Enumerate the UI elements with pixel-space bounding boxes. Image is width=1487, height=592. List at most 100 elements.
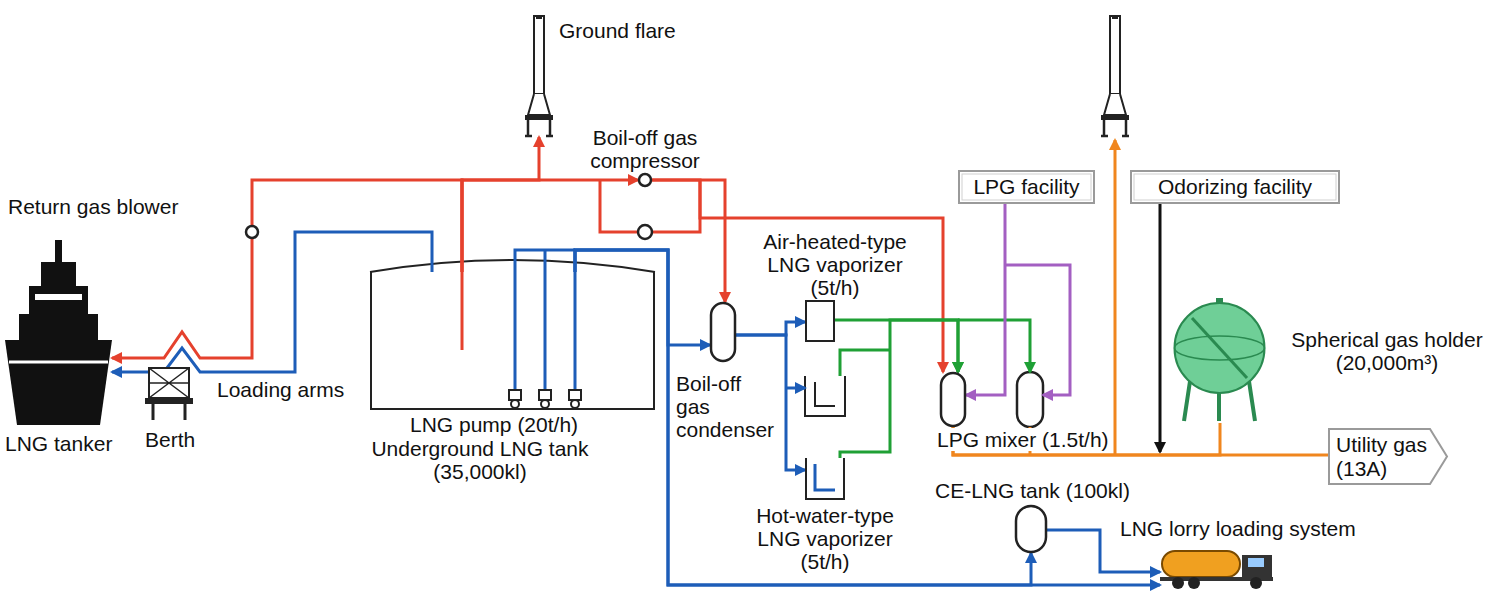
drawing-path <box>1104 94 1126 115</box>
ce-tank: CE-LNG tank (100kl) <box>1015 505 1047 553</box>
storage-tank-shape <box>370 272 655 410</box>
drawing-circle <box>541 400 549 408</box>
drawing-rect <box>1248 558 1264 567</box>
pipe-connector <box>462 137 539 272</box>
drawing-circle <box>1188 577 1200 589</box>
drawing-rect <box>55 240 62 262</box>
vent-stack <box>1101 15 1129 136</box>
drawing-rect <box>1016 506 1046 552</box>
part-label: LNG pump (20t/h) <box>408 413 580 436</box>
drawing-rect <box>962 174 1091 200</box>
drawing-path <box>1101 120 1129 136</box>
drawing-path <box>806 458 844 499</box>
drawing-rect <box>149 368 189 398</box>
pipe-connector <box>252 180 462 272</box>
blower-symbol-shape <box>245 225 259 239</box>
node-label: LNG lorry loading system <box>1120 517 1356 540</box>
node-label: Berth <box>145 428 193 451</box>
drawing-rect <box>19 314 98 340</box>
mixer-vessel-shape <box>940 372 966 427</box>
drawing-rect <box>1134 174 1336 200</box>
node-label: Underground LNG tank (35,000kl) <box>365 437 595 483</box>
drawing-path <box>145 398 193 404</box>
pipe-connector <box>575 250 710 345</box>
pipe-connector <box>736 335 805 470</box>
facility-box: LPG facility <box>958 170 1095 204</box>
flare-stack-shape <box>525 15 553 137</box>
pipe-connector <box>652 180 943 372</box>
node-label: Air-heated-type LNG vaporizer (5t/h) <box>755 230 915 299</box>
drawing-path <box>539 390 551 400</box>
gas-pipe <box>840 350 890 376</box>
drawing-path <box>509 390 521 400</box>
berth-shape <box>145 368 193 420</box>
node-label: Return gas blower <box>8 195 178 218</box>
berth: Berth <box>145 368 193 420</box>
lng-pipe <box>786 387 805 390</box>
tank-lorry-shape <box>1160 545 1275 590</box>
drawing-rect <box>1110 16 1120 94</box>
node-label: Boil-off gas compressor <box>575 126 715 172</box>
node-label: CE-LNG tank (100kl) <box>935 479 1130 502</box>
node-label: LPG mixer (1.5t/h) <box>935 428 1111 451</box>
drawing-rect <box>711 303 735 361</box>
pipe-connector <box>112 232 432 372</box>
condenser-vessel: Boil-off gas condenser <box>710 302 736 362</box>
vaporizer-box-shape <box>805 458 845 500</box>
drawing-rect <box>1162 551 1240 577</box>
drawing-rect <box>41 262 76 286</box>
drawing-circle <box>1175 303 1265 393</box>
node-label: Spherical gas holder (20,000m³) <box>1287 328 1487 374</box>
drawing-path <box>9 361 108 364</box>
vaporizer-box: Air-heated-type LNG vaporizer (5t/h) <box>805 300 835 342</box>
pipe-connector <box>652 180 725 302</box>
lpg-pipe <box>1005 265 1070 395</box>
drawing-rect <box>534 16 544 94</box>
drawing-rect <box>29 286 88 314</box>
flare-stack: Ground flare <box>525 15 553 137</box>
pump-symbols <box>509 390 581 408</box>
drawing-path <box>149 368 189 398</box>
pipe-connector <box>462 180 638 272</box>
gas-holder: Spherical gas holder (20,000m³) <box>1172 298 1267 423</box>
odorant-line <box>1159 204 1162 452</box>
drawing-path <box>5 340 112 425</box>
node-label: Hot-water-type LNG vaporizer (5t/h) <box>745 504 905 573</box>
pipe-connector <box>575 250 1160 585</box>
gas-pipe <box>461 272 464 350</box>
drawing-circle <box>246 226 258 238</box>
blower-symbol: Return gas blower <box>245 225 259 239</box>
drawing-rect <box>959 171 1094 203</box>
node-label: Ground flare <box>559 19 676 42</box>
drawing-circle <box>1172 577 1184 589</box>
pipe-connector <box>966 204 1005 395</box>
gas-holder-shape <box>1172 298 1267 423</box>
compressor-bypass <box>600 180 700 232</box>
ce-tank-shape <box>1015 505 1047 553</box>
drawing-rect <box>525 115 553 120</box>
drawing-rect <box>1101 115 1129 120</box>
drawing-path <box>153 404 185 420</box>
tank-lorry: LNG lorry loading system <box>1160 545 1275 590</box>
facility-box: Odorizing facility <box>1130 170 1340 204</box>
node-label: Boil-off gas condenser <box>676 372 780 441</box>
drawing-rect <box>35 294 82 300</box>
drawing-path <box>1192 318 1247 378</box>
compressor-symbol <box>638 225 652 239</box>
drawing-rect <box>1242 555 1272 579</box>
city-gas-pipe <box>1114 140 1117 455</box>
drawing-rect <box>1112 15 1118 19</box>
drawing-path <box>525 120 553 136</box>
drawing-path <box>815 464 835 490</box>
tank-dome <box>370 260 655 272</box>
pipe-connector <box>575 250 1031 585</box>
pipe-connector <box>736 322 805 335</box>
node-label: Odorizing facility <box>1158 175 1312 198</box>
vaporizer-box: Hot-water-type LNG vaporizer (5t/h) <box>805 458 845 500</box>
drawing-rect <box>806 301 834 341</box>
drawing-rect <box>1216 298 1223 304</box>
condenser-vessel-shape <box>710 302 736 362</box>
